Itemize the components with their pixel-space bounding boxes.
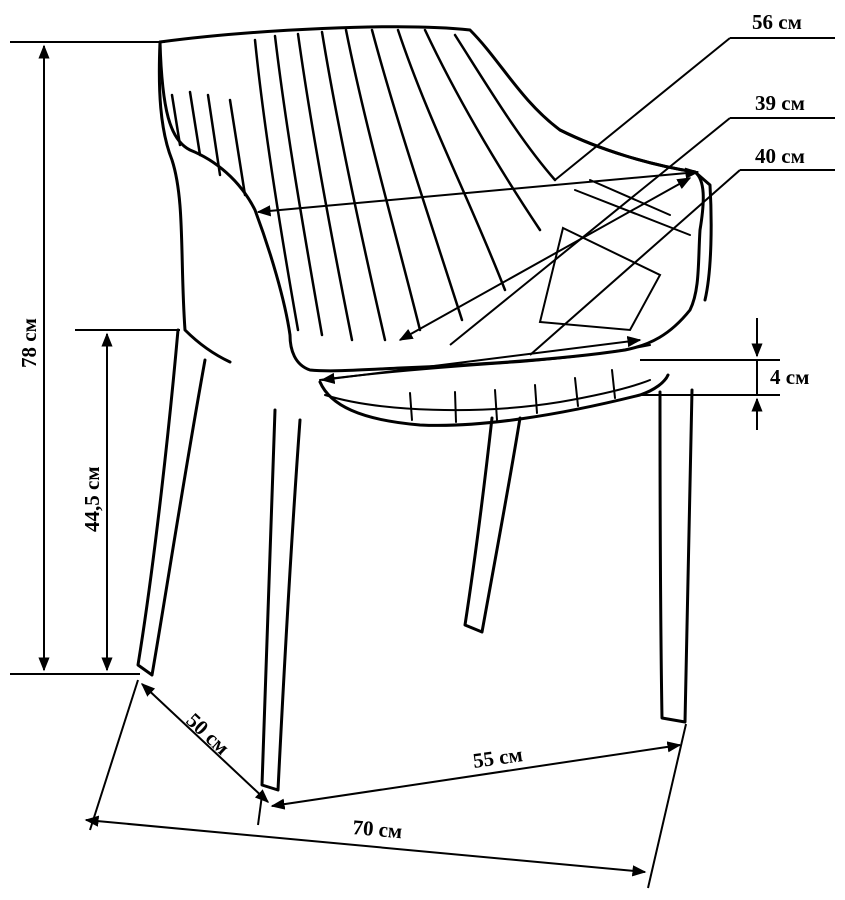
dim-overall-width: [84, 815, 647, 877]
label-depth: 50 см: [182, 708, 235, 760]
dimension-lines: [10, 37, 835, 889]
backrest-shell: [158, 25, 705, 373]
label-seat-thickness: 4 см: [770, 365, 809, 389]
label-seat-depth: 39 см: [755, 91, 805, 115]
label-total-height: 78 см: [17, 318, 41, 368]
seat-band-segments: [409, 369, 616, 423]
label-overall-width: 70 см: [352, 815, 404, 843]
leg-front-middle: [260, 408, 302, 792]
backrest-slots: [170, 28, 557, 342]
leg-back-middle: [463, 416, 522, 634]
armrest-left: [157, 40, 232, 364]
dim-front-width: [270, 741, 682, 810]
label-front-width: 55 см: [471, 742, 524, 773]
dim-seat-depth: [398, 177, 692, 341]
leg-back-right: [658, 388, 694, 724]
label-back-width: 56 см: [752, 10, 802, 34]
chair-illustration: [136, 25, 713, 792]
label-seat-width: 40 см: [755, 144, 805, 168]
side-panel: [538, 226, 662, 332]
seat-front-band: [318, 373, 670, 427]
leg-front-left: [136, 328, 207, 677]
dim-depth: [140, 683, 270, 803]
label-seat-height: 44,5 см: [80, 466, 104, 532]
dim-seat-width: [320, 336, 642, 384]
